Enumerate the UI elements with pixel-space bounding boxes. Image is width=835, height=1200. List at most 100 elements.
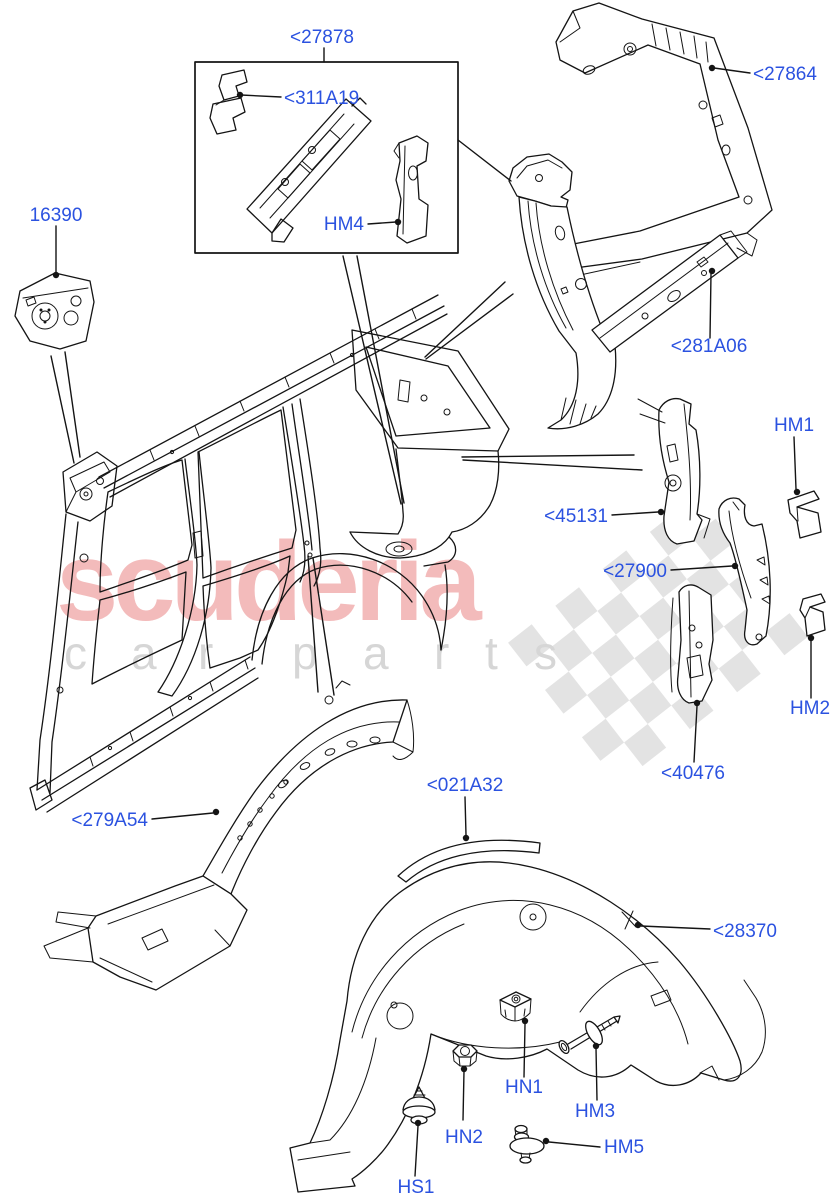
- leader-body-to-279A54: [307, 555, 335, 696]
- bracket-hm4-drawing: [393, 135, 429, 244]
- part-label-hm4[interactable]: HM4: [324, 214, 365, 235]
- part-label-hn2[interactable]: HN2: [445, 1127, 483, 1148]
- leader-dot: [592, 1042, 600, 1050]
- front-edge: [36, 513, 79, 794]
- callout-leader-lines: [52, 47, 815, 1177]
- part-279A54-drawing: [43, 680, 415, 991]
- clip-hm2-drawing: [799, 593, 826, 637]
- rear-window-aperture: [197, 409, 297, 579]
- part-27900-drawing: [718, 497, 771, 646]
- leader-311A19: [240, 94, 282, 98]
- arch-lower-panel: [87, 875, 248, 991]
- leader-45131: [611, 511, 659, 516]
- leader-pillar-to-body: [424, 281, 514, 360]
- part-label-hm1[interactable]: HM1: [774, 415, 814, 436]
- leader-279A54: [151, 812, 214, 820]
- c-pillar: [282, 398, 322, 587]
- part-label-hm3[interactable]: HM3: [575, 1101, 615, 1122]
- leader-hn2: [462, 1070, 465, 1121]
- leader-dot: [460, 1065, 468, 1073]
- part-021A32-drawing: [397, 839, 541, 883]
- leader-box-to-body: [342, 255, 405, 505]
- part-label-27864[interactable]: <27864: [753, 64, 817, 85]
- part-27864-drawing: [541, 2, 773, 283]
- part-label-281A06[interactable]: <281A06: [671, 336, 748, 357]
- d-pillar-reinforcement-drawing: [508, 153, 617, 430]
- leader-dot: [807, 634, 815, 642]
- leader-hs1: [414, 1125, 419, 1177]
- fastener-hn1-drawing: [499, 991, 532, 1022]
- leader-281A06: [709, 273, 712, 339]
- part-label-hn1[interactable]: HN1: [505, 1077, 543, 1098]
- part-label-27900[interactable]: <27900: [603, 561, 667, 582]
- sill-reinforcement-drawing: [246, 97, 372, 243]
- fastener-hm3-drawing: [558, 1015, 621, 1055]
- roof-rail: [98, 294, 448, 498]
- leader-27900: [670, 565, 733, 571]
- leader-box-to-pillar: [457, 139, 512, 182]
- leader-dot: [634, 921, 642, 929]
- leader-dot: [521, 1017, 529, 1025]
- rear-corner-block: [62, 451, 118, 522]
- leader-dot: [693, 699, 701, 707]
- part-label-279A54[interactable]: <279A54: [71, 810, 148, 831]
- part-label-hm5[interactable]: HM5: [604, 1137, 644, 1158]
- leader-hn1: [523, 1023, 526, 1078]
- leader-dot: [542, 1137, 550, 1145]
- front-door-aperture: [91, 571, 187, 685]
- leader-dot: [657, 508, 665, 516]
- fastener-hm5-drawing: [509, 1124, 545, 1164]
- leader-hm3: [595, 1047, 598, 1101]
- part-label-28370[interactable]: <28370: [713, 921, 777, 942]
- leader-dot: [212, 808, 220, 816]
- body-wheel-arch: [251, 553, 442, 665]
- leader-dot: [731, 562, 739, 570]
- clip-hm1-drawing: [787, 490, 822, 539]
- part-281A06-drawing: [591, 230, 748, 353]
- part-label-16390[interactable]: 16390: [30, 205, 83, 226]
- leader-hm5: [548, 1141, 601, 1148]
- part-45131-drawing: [637, 397, 711, 545]
- inset-box: [194, 61, 459, 254]
- leader-hm4: [367, 221, 397, 225]
- part-label-311A19[interactable]: <311A19: [284, 88, 359, 109]
- quarter-window-frame: [351, 329, 510, 452]
- leader-27864: [713, 67, 751, 74]
- part-label-27878[interactable]: <27878: [290, 27, 354, 48]
- front-window-aperture: [99, 459, 193, 593]
- assembly-leader-lines: [50, 139, 643, 696]
- part-label-021A32[interactable]: <021A32: [427, 775, 504, 796]
- part-label-45131[interactable]: <45131: [544, 506, 608, 527]
- b-pillar: [157, 451, 212, 697]
- leader-dot: [236, 91, 244, 99]
- part-40476-drawing: [670, 584, 714, 704]
- leader-28370: [640, 925, 711, 930]
- part-16390-drawing: [14, 272, 95, 350]
- rear-valence: [349, 531, 457, 651]
- leader-dot: [462, 834, 470, 842]
- body-side-panel-drawing: [29, 294, 510, 813]
- leader-dot: [52, 271, 60, 279]
- leader-dot: [414, 1119, 422, 1127]
- sill: [29, 656, 259, 813]
- leader-dot: [708, 267, 716, 275]
- leader-body-to-45131: [461, 454, 643, 471]
- part-311A19-drawing: [209, 69, 248, 135]
- leader-021A32: [464, 796, 467, 836]
- leader-16390-to-body: [50, 351, 81, 464]
- fastener-hn2-drawing: [452, 1044, 478, 1067]
- leader-dot: [394, 218, 402, 226]
- part-label-hs1[interactable]: HS1: [398, 1177, 435, 1198]
- leader-40476: [693, 705, 698, 763]
- fastener-hs1-drawing: [402, 1086, 436, 1125]
- tagline-watermark-text: car parts: [64, 627, 557, 679]
- leader-dot: [793, 488, 801, 496]
- leader-hm1: [793, 436, 797, 490]
- part-label-hm2[interactable]: HM2: [790, 698, 830, 719]
- brand-watermark-text: scuderia: [56, 519, 482, 644]
- part-label-40476[interactable]: <40476: [661, 763, 725, 784]
- part-callouts: <27878 <311A19 HM4 16390 <27864 <281A06 …: [30, 27, 830, 1198]
- rear-door-aperture: [202, 555, 291, 669]
